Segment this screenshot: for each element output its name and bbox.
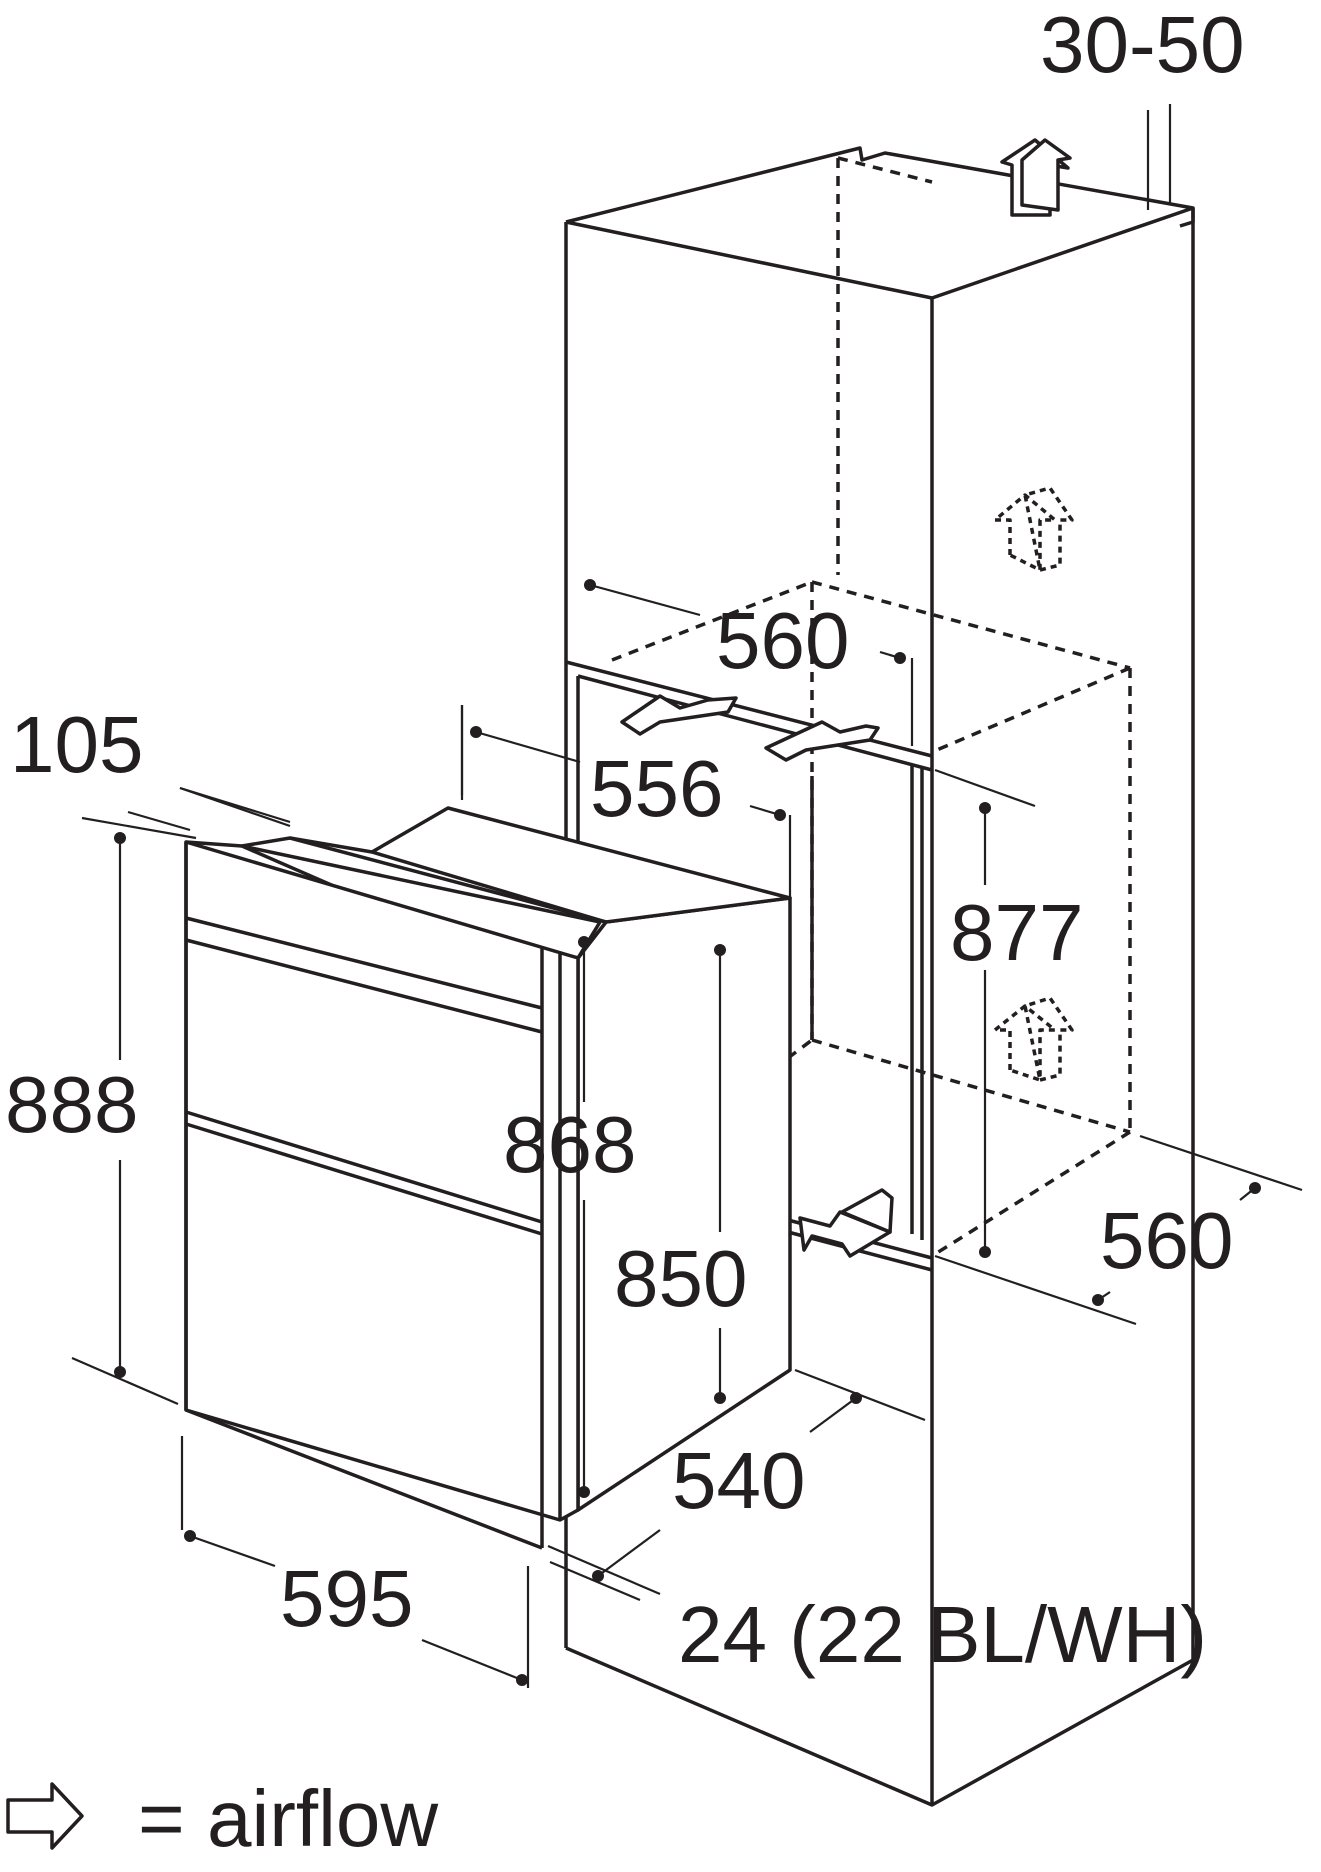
dimline-595-left [189,1534,276,1568]
dim-label-front-thickness: 24 (22 BL/WH) [678,1590,1207,1679]
dim-label-oven-front-width: 595 [280,1554,413,1643]
hidden-bottom-right [931,1130,1131,1258]
dimline-560-right-ext2 [934,1254,1137,1326]
dim-dot [470,726,482,738]
dim-dot [592,1570,604,1582]
dimline-595-right [421,1638,523,1682]
dimline-24-ext-2 [549,1560,641,1602]
dimline-560-right-ext [1139,1134,1303,1192]
dim-label-oven-depth: 540 [672,1436,805,1525]
dimline-560-top [589,583,701,617]
dim-dot [114,832,126,844]
dim-dot [714,944,726,956]
hidden-bottom-back [811,1038,1131,1134]
dim-dot [979,802,991,814]
cabinet-top-right-rim [1179,208,1195,228]
cabinet-bottom-edge [565,1646,1194,1807]
oven-control-bottom [185,938,543,1034]
hidden-top-back [837,156,933,184]
dimline-556 [475,730,581,764]
dim-label-oven-front-height: 888 [5,1060,138,1149]
hidden-bottom-left [786,1038,814,1060]
cabinet-hidden-edges [611,156,1132,1258]
dim-dot [114,1366,126,1378]
dim-label-oven-top-offset: 105 [10,700,143,789]
dimline-105-ext2 [127,810,191,832]
dim-label-niche-width-inner: 556 [590,744,723,833]
dim-dot [1249,1182,1261,1194]
dim-dot [578,1486,590,1498]
dimline-24-ext [547,1544,661,1596]
dim-label-oven-body-height: 868 [503,1100,636,1189]
airflow-top-arrow-back-icon [1020,138,1072,212]
dim-label-niche-depth: 560 [1100,1196,1233,1285]
dimension-lines [71,104,1303,1688]
dim-dot [516,1674,528,1686]
dim-label-top-gap: 30-50 [1040,0,1245,89]
niche-frame-top-inner [577,674,933,772]
oven-door-top [185,1110,543,1224]
dimline-540 [809,1397,857,1433]
cabinet-top-face [565,146,1195,300]
oven-control-top [185,916,543,1010]
dimline-888-ext-top [81,816,197,840]
airflow-shelf-right-arrow-icon [764,720,880,762]
dim-dot [584,579,596,591]
dim-label-niche-height: 877 [950,888,1083,977]
hidden-shelf-right [931,666,1131,754]
airflow-dashed-lower-back-icon [1023,996,1074,1082]
dim-dot [714,1392,726,1404]
airflow-arrow-icon [6,1782,84,1850]
dim-dot [184,1530,196,1542]
airflow-dashed-upper-back-icon [1023,486,1074,572]
airflow-dashed-upper-arrow-icon [993,493,1057,572]
oven-front-frame [184,842,543,1550]
airflow-bottom-arrow-back-icon [840,1188,894,1234]
dim-label-niche-width-top: 560 [716,596,849,685]
legend: = airflow [6,1774,438,1863]
dim-dot [1092,1294,1104,1306]
dim-dot [850,1392,862,1404]
dimline-540-b [597,1529,661,1577]
oven-top-ridge-2 [289,836,607,924]
dim-dot [578,936,590,948]
dimension-labels: 30-50 560 556 877 560 105 888 868 850 54… [5,0,1245,1679]
legend-label: = airflow [138,1774,438,1863]
airflow-arrows [620,138,1074,1258]
dimline-888-ext-bottom [71,1356,179,1406]
dim-dot [894,652,906,664]
dim-dot [774,809,786,821]
dimline-105-top [179,786,291,824]
hidden-shelf-back [811,580,1131,670]
airflow-dashed-lower-arrow-icon [993,1004,1057,1082]
oven-side-face [576,896,792,1512]
dimline-877-ext-top [934,768,1036,808]
dim-dot [979,1246,991,1258]
dim-label-oven-inner-height: 850 [614,1234,747,1323]
oven-door-top-2 [185,1122,543,1236]
airflow-shelf-left-arrow-icon [620,694,738,736]
